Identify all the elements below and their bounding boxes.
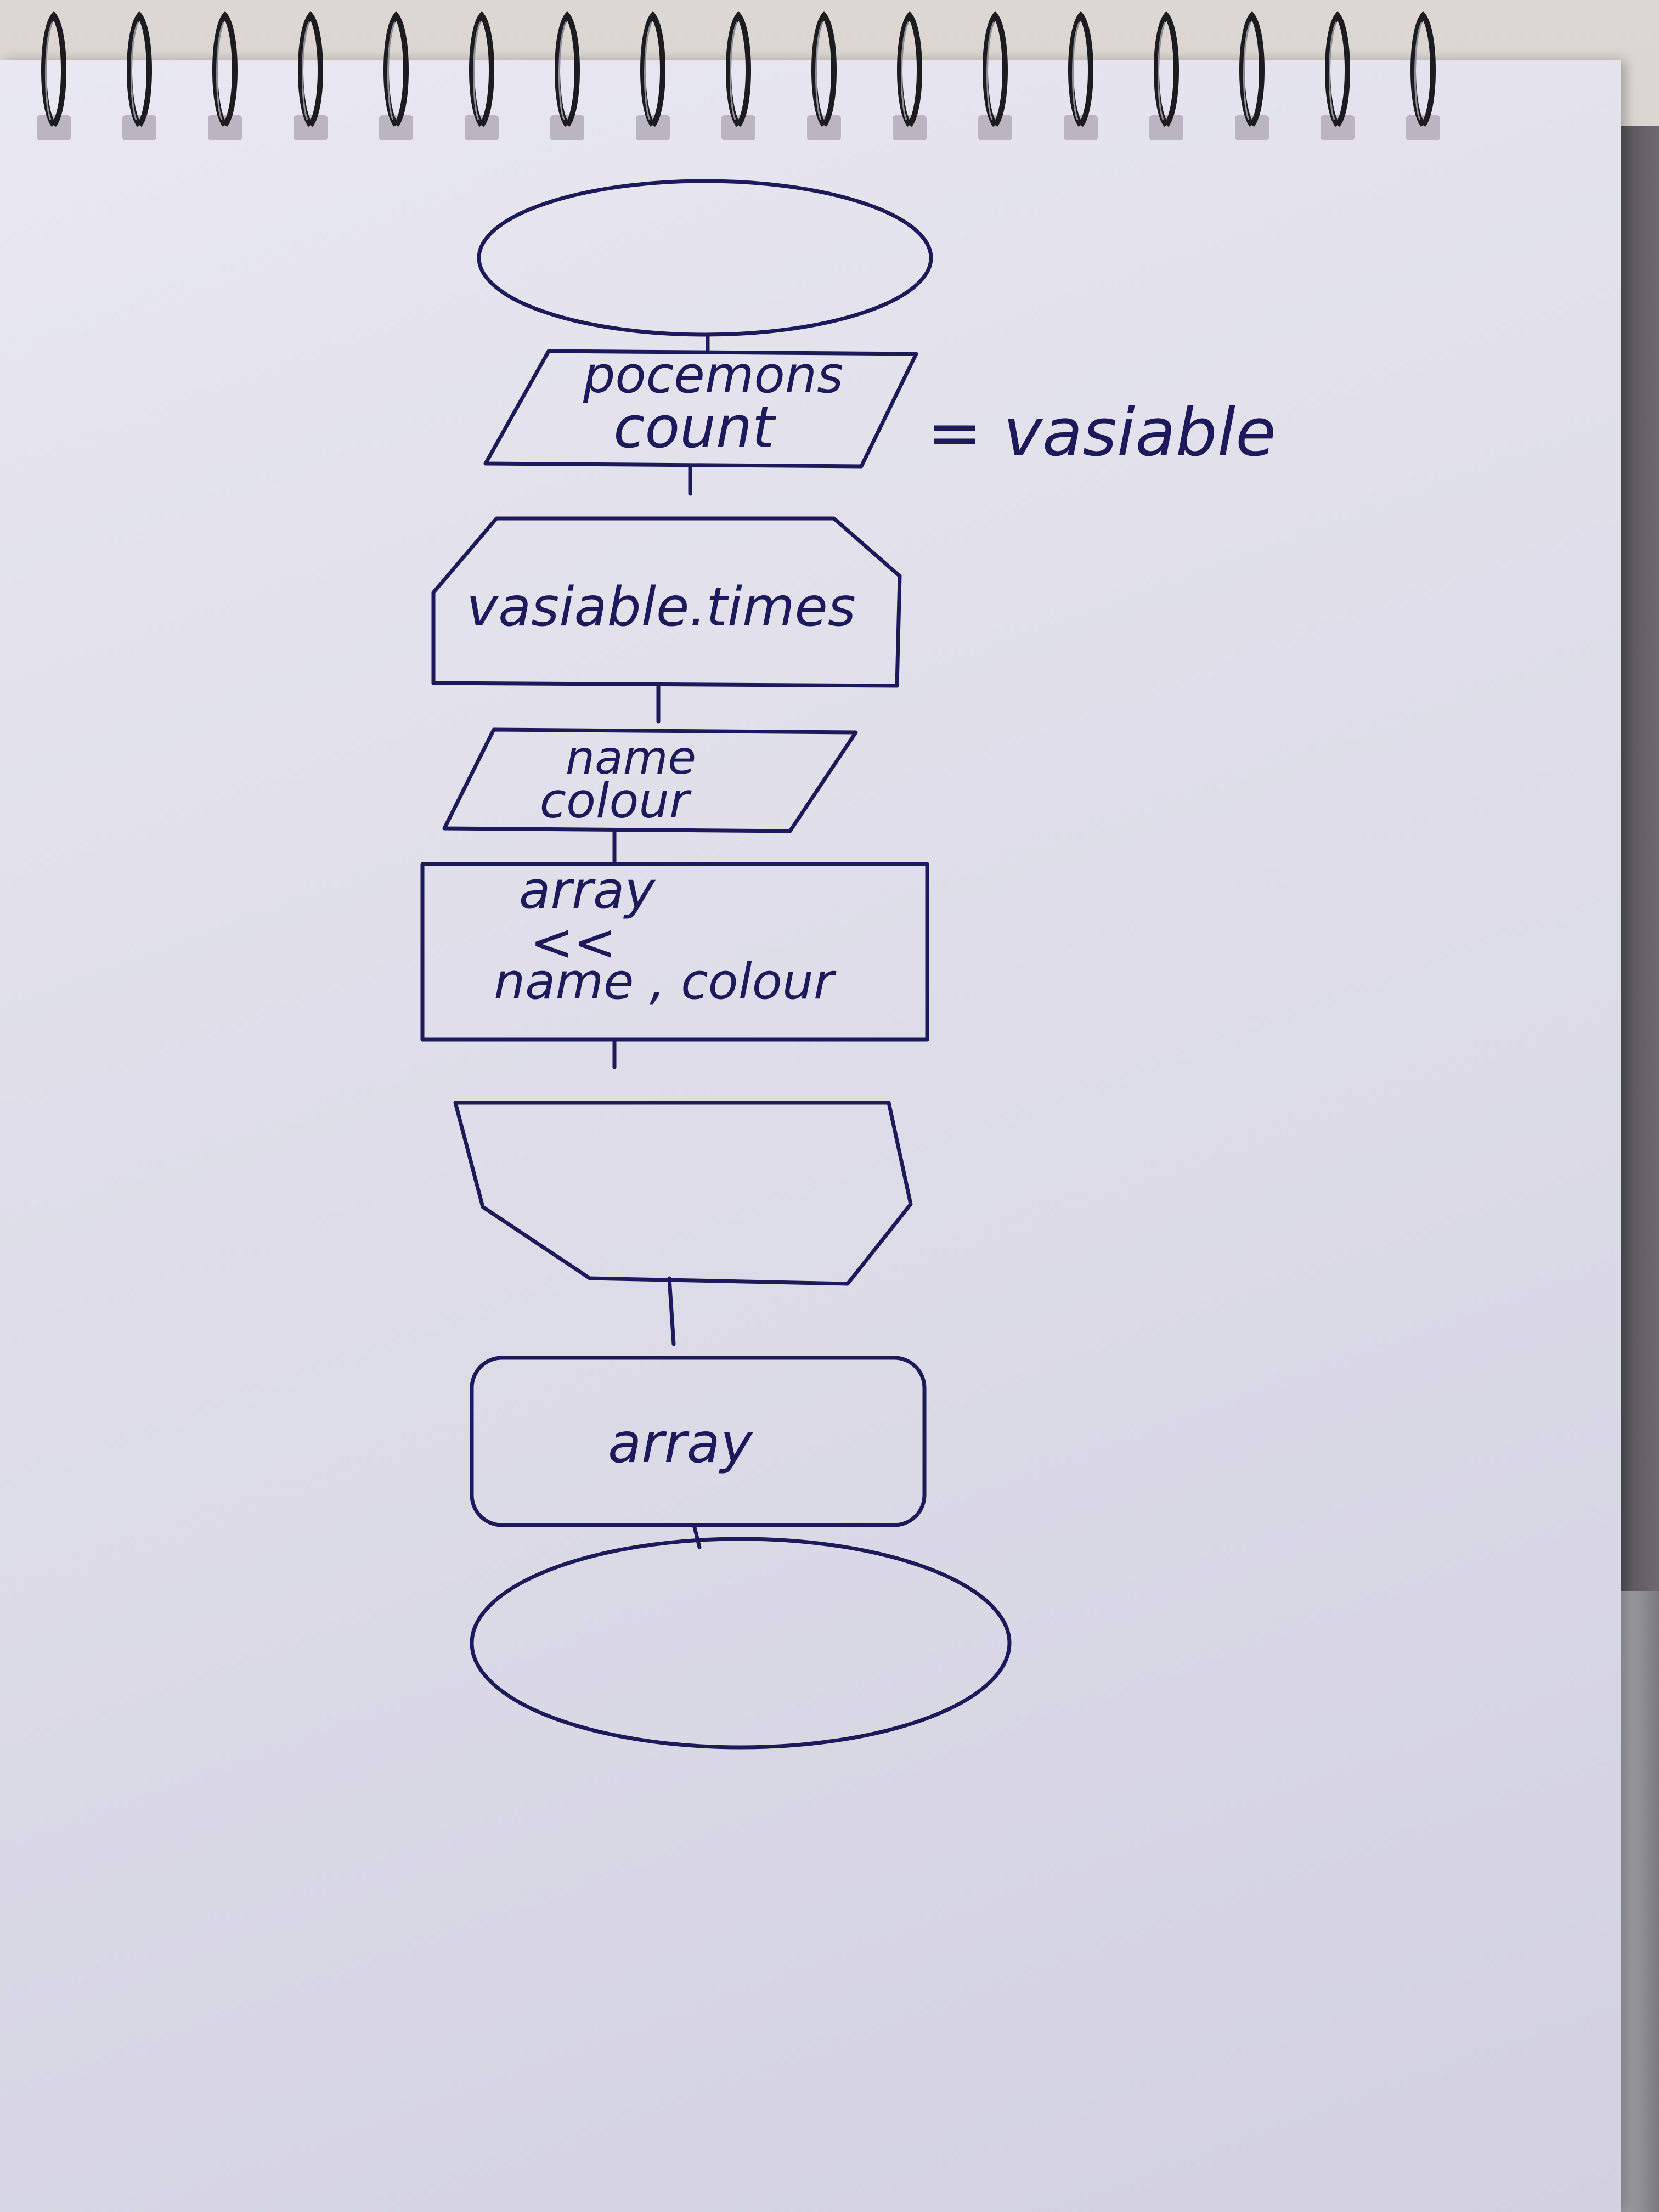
binding-hole bbox=[1235, 115, 1269, 140]
process-line1: array bbox=[519, 861, 656, 921]
binding-hole bbox=[636, 115, 670, 140]
spiral-ring bbox=[1408, 10, 1438, 131]
loop-limit-shape bbox=[431, 516, 902, 688]
spiral-ring bbox=[723, 10, 754, 131]
binding-hole bbox=[37, 115, 71, 140]
spiral-ring bbox=[894, 10, 925, 131]
start-terminator bbox=[477, 179, 933, 337]
spiral-ring bbox=[1065, 10, 1096, 131]
connector-7 bbox=[692, 1523, 702, 1549]
input-label-line2: count bbox=[613, 394, 776, 461]
binding-hole bbox=[1064, 115, 1098, 140]
binding-hole bbox=[893, 115, 927, 140]
spiral-ring bbox=[1151, 10, 1182, 131]
process-line3: name , colour bbox=[494, 953, 837, 1011]
spiral-ring bbox=[1322, 10, 1353, 131]
spiral-ring bbox=[124, 10, 155, 131]
binding-hole bbox=[465, 115, 499, 140]
input2-line2: colour bbox=[540, 772, 692, 829]
spiral-ring bbox=[980, 10, 1011, 131]
connector-6 bbox=[667, 1276, 676, 1346]
spiral-ring bbox=[38, 10, 69, 131]
binding-hole bbox=[1321, 115, 1355, 140]
spiral-ring bbox=[809, 10, 839, 131]
spiral-ring bbox=[1237, 10, 1267, 131]
output-rounded-box bbox=[470, 1356, 927, 1527]
binding-hole bbox=[1149, 115, 1183, 140]
spiral-ring bbox=[210, 10, 240, 131]
side-note: = vasiable bbox=[927, 395, 1276, 471]
process-line2: << bbox=[530, 913, 617, 973]
output-label: array bbox=[608, 1411, 754, 1475]
spiral-ring bbox=[552, 10, 583, 131]
binding-hole bbox=[550, 115, 584, 140]
binding-hole bbox=[379, 115, 413, 140]
binding-hole bbox=[208, 115, 242, 140]
binding-hole bbox=[1406, 115, 1440, 140]
spiral-ring bbox=[637, 10, 668, 131]
end-terminator bbox=[470, 1537, 1012, 1750]
process-rectangle bbox=[420, 862, 929, 1042]
binding-hole bbox=[807, 115, 841, 140]
spiral-ring bbox=[295, 10, 326, 131]
binding-hole bbox=[978, 115, 1012, 140]
input2-line1: name bbox=[566, 731, 696, 785]
binding-hole bbox=[122, 115, 156, 140]
loop-end-shape bbox=[453, 1101, 913, 1286]
notebook-page bbox=[0, 60, 1621, 2212]
input-parallelogram-name-colour bbox=[442, 727, 858, 833]
binding-hole bbox=[721, 115, 755, 140]
input-parallelogram-count bbox=[483, 349, 918, 469]
input-label-line1: pocemons bbox=[583, 346, 843, 404]
spiral-ring bbox=[466, 10, 497, 131]
spiral-ring bbox=[381, 10, 411, 131]
binding-hole bbox=[294, 115, 328, 140]
loop-label: vasiable.times bbox=[466, 576, 856, 639]
